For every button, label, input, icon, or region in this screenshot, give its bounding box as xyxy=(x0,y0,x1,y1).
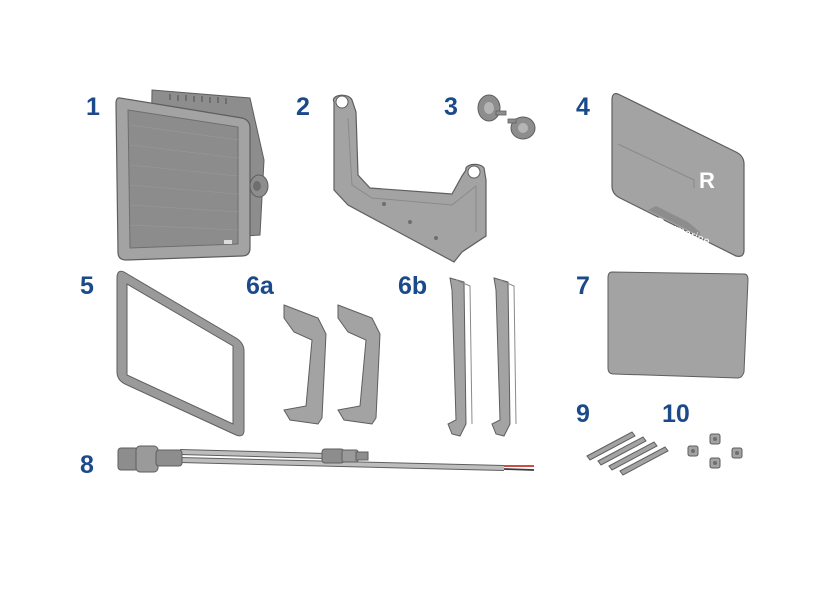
label-item-5: 5 xyxy=(80,274,94,299)
label-item-7: 7 xyxy=(576,274,590,299)
label-item-2: 2 xyxy=(296,95,310,120)
label-item-9: 9 xyxy=(576,402,590,427)
clips-6b xyxy=(448,278,516,436)
alignment-pins xyxy=(587,432,668,475)
label-item-3: 3 xyxy=(444,95,458,120)
clips-6a xyxy=(284,305,380,424)
label-item-6a: 6a xyxy=(246,274,274,299)
label-item-6b: 6b xyxy=(398,274,427,299)
label-item-4: 4 xyxy=(576,95,590,120)
mounting-bracket xyxy=(333,95,486,262)
cover-logo-letter: R xyxy=(699,168,715,194)
label-item-8: 8 xyxy=(80,453,94,478)
bracket-knobs xyxy=(478,95,535,139)
gasket xyxy=(117,271,244,436)
cleaning-cloth xyxy=(608,272,748,378)
display-unit xyxy=(116,90,268,260)
power-cable xyxy=(118,446,534,472)
label-item-1: 1 xyxy=(86,95,100,120)
label-item-10: 10 xyxy=(662,402,690,427)
nuts xyxy=(688,434,742,468)
